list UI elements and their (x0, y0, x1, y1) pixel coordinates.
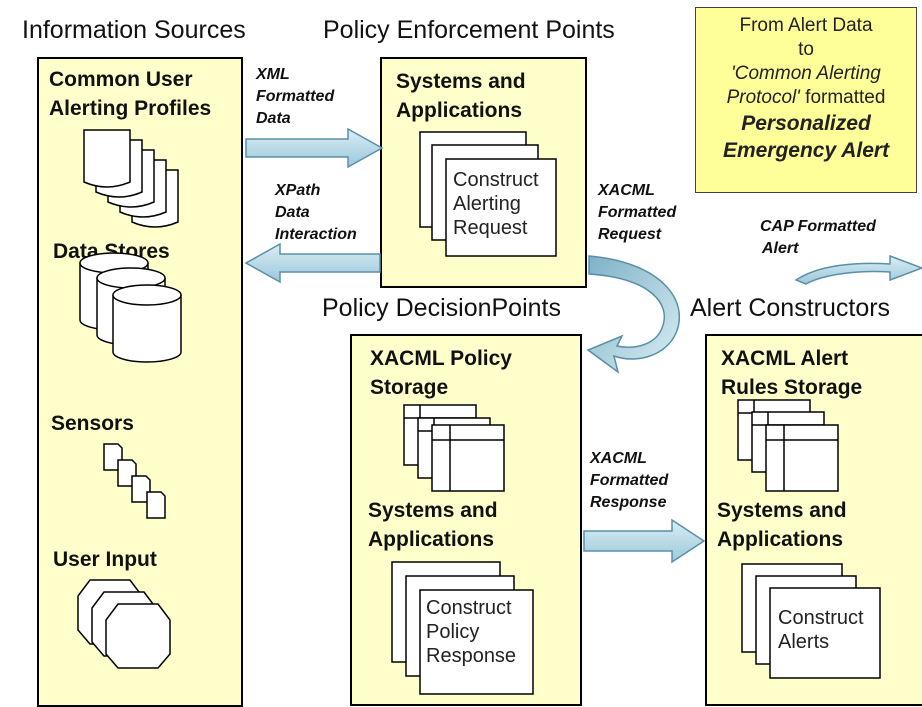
label-line-1: CAP Formatted (760, 218, 876, 235)
label-line-2: Formatted (590, 472, 669, 489)
xml-data-arrow (245, 127, 384, 169)
construct-alerts-box: Construct Alerts (778, 606, 864, 654)
sensors-label: Sensors (51, 412, 134, 435)
pep-systems-title: Systems and Applications (396, 67, 526, 125)
label-line-1: XML (256, 66, 290, 83)
pdp-stacked-documents (391, 561, 534, 695)
label-line-1: XACML (598, 182, 655, 199)
ac-systems-title: Systems and Applications (717, 496, 847, 554)
ac-stacked-documents (741, 563, 881, 679)
heading-alert-constructors: Alert Constructors (690, 294, 891, 322)
heading-policy-decision-points: Policy DecisionPoints (322, 294, 561, 322)
label-line-3: Response (590, 494, 667, 511)
cap-alert-arrow (794, 254, 922, 285)
title-line-1: Systems and (717, 499, 847, 522)
policy-storage-icon (403, 404, 505, 492)
box-line-2: Alerts (778, 631, 830, 653)
construct-policy-response-box: Construct Policy Response (426, 596, 516, 668)
sensor-icon (103, 443, 166, 519)
box-line-1: Construct (778, 607, 864, 629)
label-line-3: Data (256, 110, 291, 127)
common-user-profiles-title: Common User Alerting Profiles (49, 65, 211, 123)
database-icon (79, 252, 182, 363)
box-line-2: Policy (426, 621, 480, 643)
note-cap-name: 'Common Alerting Protocol' (726, 63, 881, 108)
title-line-1: Systems and (368, 499, 498, 522)
box-line-1: Construct (453, 169, 539, 191)
title-line-2: Applications (368, 528, 495, 551)
label-line-2: Alert (762, 240, 799, 257)
alert-data-note: From Alert Data to 'Common Alerting Prot… (695, 7, 917, 193)
xml-formatted-data-label: XML Formatted Data (256, 64, 334, 130)
user-input-icon (77, 579, 171, 669)
pep-stacked-documents (419, 131, 557, 257)
information-sources-panel: Common User Alerting Profiles Data Store… (37, 57, 243, 707)
title-line-2: Applications (717, 528, 844, 551)
label-line-2: Data (275, 204, 310, 221)
note-formatted: formatted (799, 87, 886, 108)
title-line-1: XACML Policy (370, 347, 512, 370)
alert-rules-title: XACML Alert Rules Storage (721, 344, 862, 402)
label-line-1: XACML (590, 450, 647, 467)
note-line-1: From Alert Data (739, 15, 873, 36)
xpath-data-interaction-label: XPath Data Interaction (275, 180, 357, 246)
pdp-systems-title: Systems and Applications (368, 496, 498, 554)
title-line-2: Storage (370, 376, 449, 399)
box-line-3: Request (453, 217, 528, 239)
alert-rules-storage-icon (737, 399, 839, 492)
label-line-3: Interaction (275, 226, 357, 243)
cap-formatted-alert-label: CAP Formatted Alert (760, 216, 876, 260)
xpath-data-arrow (244, 242, 381, 284)
title-line-2: Applications (396, 99, 523, 122)
xacml-response-arrow (583, 518, 706, 564)
xacml-request-arrow (586, 255, 681, 374)
box-line-1: Construct (426, 597, 512, 619)
note-line-2: to (798, 39, 814, 60)
document-stack-icon (83, 129, 179, 228)
xacml-formatted-response-label: XACML Formatted Response (590, 448, 668, 514)
title-line-1: Common User (49, 68, 193, 91)
xacml-formatted-request-label: XACML Formatted Request (598, 180, 676, 246)
box-line-3: Response (426, 645, 517, 667)
heading-information-sources: Information Sources (22, 16, 246, 44)
box-line-2: Alerting (453, 193, 521, 215)
note-line-3: 'Common Alerting Protocol' formatted (696, 62, 916, 110)
user-input-label: User Input (53, 548, 157, 571)
note-line-4: Personalized (741, 112, 871, 135)
label-line-3: Request (598, 226, 662, 243)
label-line-2: Formatted (256, 88, 335, 105)
title-line-1: Systems and (396, 70, 526, 93)
heading-policy-enforcement-points: Policy Enforcement Points (323, 16, 615, 44)
title-line-2: Alerting Profiles (49, 97, 212, 120)
label-line-1: XPath (275, 182, 321, 199)
title-line-1: XACML Alert (721, 347, 849, 370)
title-line-2: Rules Storage (721, 376, 863, 399)
policy-storage-title: XACML Policy Storage (370, 344, 512, 402)
construct-alerting-request-box: Construct Alerting Request (453, 168, 539, 240)
label-line-2: Formatted (598, 204, 677, 221)
note-line-5: Emergency Alert (722, 139, 890, 162)
